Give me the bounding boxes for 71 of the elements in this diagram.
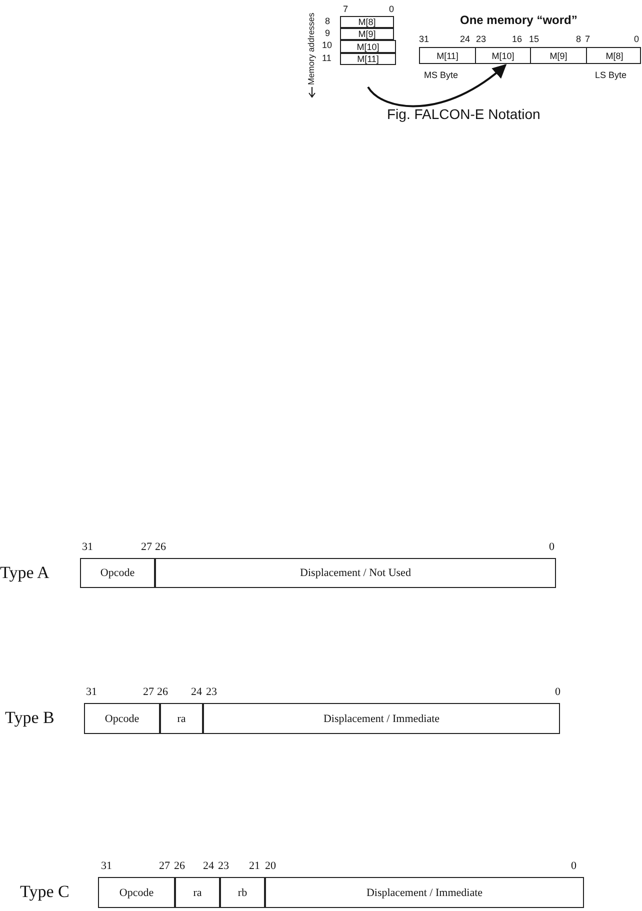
bit-number: 27: [141, 541, 152, 553]
address-number: 11: [322, 53, 332, 63]
bit-number: 0: [571, 860, 576, 872]
bit-number: 31: [82, 541, 93, 553]
instruction-field: [203, 703, 560, 734]
bit-number: 23: [218, 860, 229, 872]
field-label: M[10]: [492, 50, 514, 60]
instruction-field: [84, 703, 160, 734]
memory-byte-cell: [340, 40, 396, 53]
bit-number: 31: [101, 860, 112, 872]
field-label: M[8]: [358, 17, 376, 27]
bit-number: 21: [249, 860, 260, 872]
format-label: Type B: [5, 708, 54, 728]
bit-number: 31: [419, 34, 430, 44]
bit-number: 20: [265, 860, 276, 872]
bit-number: 26: [155, 541, 166, 553]
bit-number: 15: [529, 34, 540, 44]
curved-arrow: [367, 64, 507, 108]
instruction-field: [80, 558, 155, 588]
field-label: Displacement / Immediate: [323, 712, 440, 724]
field-label: M[8]: [606, 50, 624, 60]
address-number: 8: [325, 16, 330, 26]
instruction-field: [155, 558, 556, 588]
bit-number: 8: [576, 34, 582, 44]
instruction-field: [220, 877, 265, 908]
bit-number: 7: [585, 34, 590, 44]
field-label: M[11]: [357, 54, 379, 64]
format-label: Type A: [0, 563, 50, 583]
axis-label: Memory addresses: [306, 12, 317, 85]
field-label: Opcode: [104, 712, 140, 724]
field-label: Opcode: [100, 567, 135, 579]
field-label: Displacement / Not Used: [300, 567, 411, 579]
bit-number: 0: [634, 34, 640, 44]
bit-number: 0: [555, 686, 560, 698]
bit-number: 0: [389, 4, 394, 14]
bit-number: 24: [203, 860, 214, 872]
bit-number: 0: [549, 541, 554, 553]
bit-number: 26: [157, 686, 168, 698]
field-label: Opcode: [119, 886, 154, 898]
format-label: Type C: [20, 882, 70, 902]
bit-number: 16: [512, 34, 522, 44]
field-label: M[9]: [358, 29, 376, 39]
bit-number: 31: [86, 686, 97, 698]
bit-number: 24: [460, 34, 470, 44]
instruction-field: [175, 877, 220, 908]
bit-number: 27: [143, 686, 154, 698]
heading: One memory “word”: [460, 13, 578, 27]
instruction-field: [265, 877, 584, 908]
memory-byte-cell: [340, 53, 396, 65]
memory-byte-cell: [340, 16, 394, 28]
field-label: ra: [177, 712, 186, 724]
field-label: M[11]: [436, 50, 458, 60]
bit-number: 7: [343, 4, 348, 14]
field-label: M[9]: [550, 50, 568, 60]
caption: Fig. FALCON-E Notation: [387, 106, 540, 122]
instruction-field: [160, 703, 203, 734]
byte-label: MS Byte: [424, 70, 458, 80]
byte-label: LS Byte: [595, 70, 627, 80]
address-number: 9: [325, 28, 330, 38]
bit-number: 24: [191, 686, 202, 698]
field-label: rb: [238, 886, 248, 898]
bit-number: 23: [476, 34, 486, 44]
memory-byte-cell: [340, 28, 394, 40]
field-label: Displacement / Immediate: [366, 886, 483, 898]
bit-number: 27: [159, 860, 170, 872]
field-label: M[10]: [356, 42, 380, 52]
instruction-field: [98, 877, 175, 908]
address-number: 10: [322, 40, 332, 50]
bit-number: 26: [174, 860, 185, 872]
bit-number: 23: [206, 686, 217, 698]
field-label: ra: [193, 886, 202, 898]
